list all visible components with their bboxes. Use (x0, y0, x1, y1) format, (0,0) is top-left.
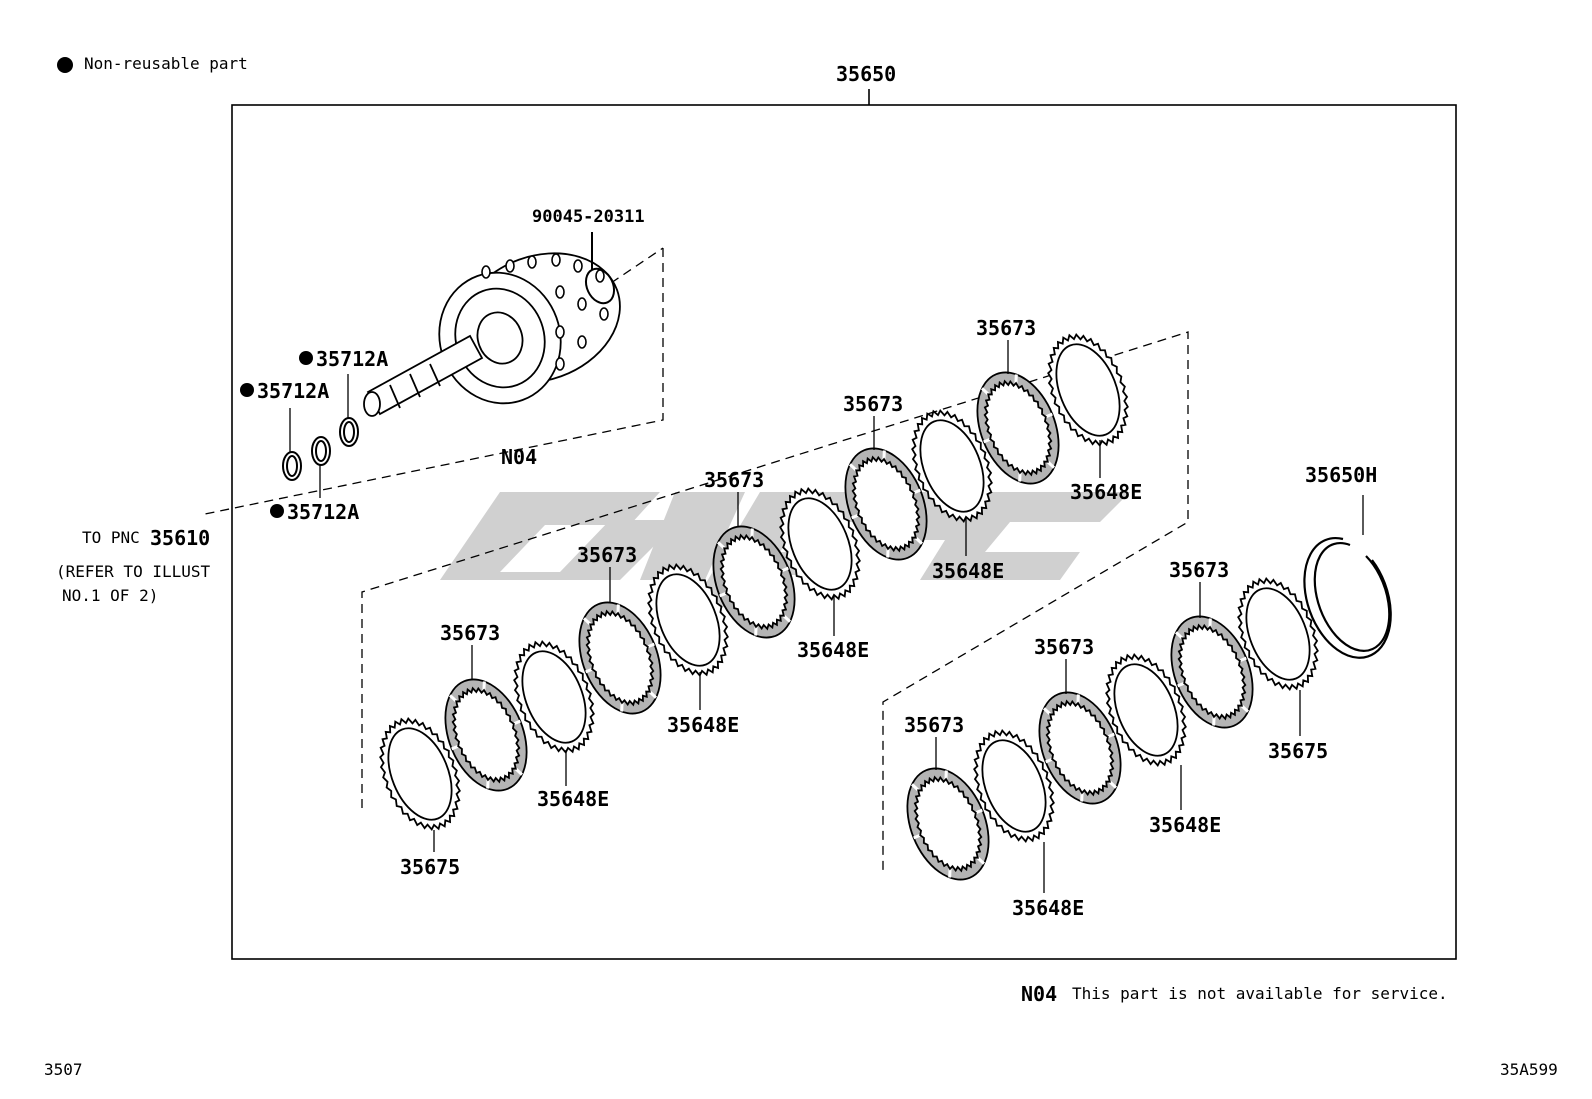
seal-leaders (289, 374, 349, 498)
figure-id: 35A599 (1500, 1060, 1558, 1079)
plate-a4-icon (844, 447, 928, 561)
callout-seal-ring-1[interactable]: 35712A (257, 379, 330, 403)
footnote-code: N04 (1021, 982, 1058, 1006)
assembly-frame (231, 89, 1457, 960)
callout-plate-a3[interactable]: 35673 (704, 468, 765, 492)
flange-b-icon (1237, 576, 1319, 692)
flange-a-icon (379, 716, 461, 832)
drum-holes (481, 253, 609, 371)
callout-seal-ring-2[interactable]: 35712A (316, 347, 389, 371)
non-reusable-bullet-icon (57, 57, 73, 73)
callout-leaders (433, 340, 1301, 893)
callout-flange-b[interactable]: 35675 (1268, 739, 1329, 763)
callout-disc-a3[interactable]: 35648E (797, 638, 870, 662)
callout-flange-a[interactable]: 35675 (400, 855, 461, 879)
plate-a5-icon (976, 371, 1060, 485)
callout-plate-b3[interactable]: 35673 (1169, 558, 1230, 582)
seal-rings-icon (282, 417, 359, 481)
disc-a3-icon (779, 486, 861, 602)
disc-a4-icon (911, 408, 993, 524)
disc-a1-icon (513, 639, 595, 755)
callout-plate-a1[interactable]: 35673 (440, 621, 501, 645)
callout-disc-a5[interactable]: 35648E (1070, 480, 1143, 504)
reference-prefix: TO PNC (82, 528, 140, 547)
callout-disc-b2[interactable]: 35648E (1149, 813, 1222, 837)
disc-b2-icon (1105, 652, 1187, 768)
plate-b1-icon (906, 767, 990, 881)
clutch-drum-icon (363, 252, 621, 417)
plate-a1-icon (444, 678, 528, 792)
snap-ring-right-icon (1303, 495, 1392, 659)
callout-snap-ring-right[interactable]: 35650H (1305, 463, 1378, 487)
callout-plate-a2[interactable]: 35673 (577, 543, 638, 567)
callout-disc-a2[interactable]: 35648E (667, 713, 740, 737)
callout-plate-b2[interactable]: 35673 (1034, 635, 1095, 659)
callout-seal-ring-3[interactable]: 35712A (287, 500, 360, 524)
callout-plate-a4[interactable]: 35673 (843, 392, 904, 416)
callout-drum[interactable]: N04 (501, 445, 538, 469)
plate-b2-icon (1038, 691, 1122, 805)
callout-disc-b1[interactable]: 35648E (1012, 896, 1085, 920)
assembly-label[interactable]: 35650 (836, 62, 897, 86)
dashed-guides (204, 247, 1189, 874)
callout-disc-a4[interactable]: 35648E (932, 559, 1005, 583)
disc-a2-icon (647, 562, 729, 678)
snap-ring-top-icon (584, 232, 616, 305)
callout-disc-a1[interactable]: 35648E (537, 787, 610, 811)
legend-label: Non-reusable part (84, 54, 248, 73)
disc-a5-icon (1047, 332, 1129, 448)
callout-90045-20311[interactable]: 90045-20311 (532, 207, 645, 227)
plate-b3-icon (1170, 615, 1254, 729)
disc-b1-icon (973, 728, 1055, 844)
callout-plate-a5[interactable]: 35673 (976, 316, 1037, 340)
page-number: 3507 (44, 1060, 83, 1079)
callout-plate-b1[interactable]: 35673 (904, 713, 965, 737)
reference-note-2: NO.1 OF 2) (62, 586, 159, 605)
reference-pnc[interactable]: 35610 (150, 526, 211, 550)
plate-a3-icon (712, 525, 796, 639)
plate-a2-icon (578, 601, 662, 715)
non-reusable-dots (240, 351, 313, 518)
reference-note-1: (REFER TO ILLUST (56, 562, 211, 581)
footnote-text: This part is not available for service. (1072, 984, 1448, 1003)
clutch-discs (379, 332, 1319, 881)
